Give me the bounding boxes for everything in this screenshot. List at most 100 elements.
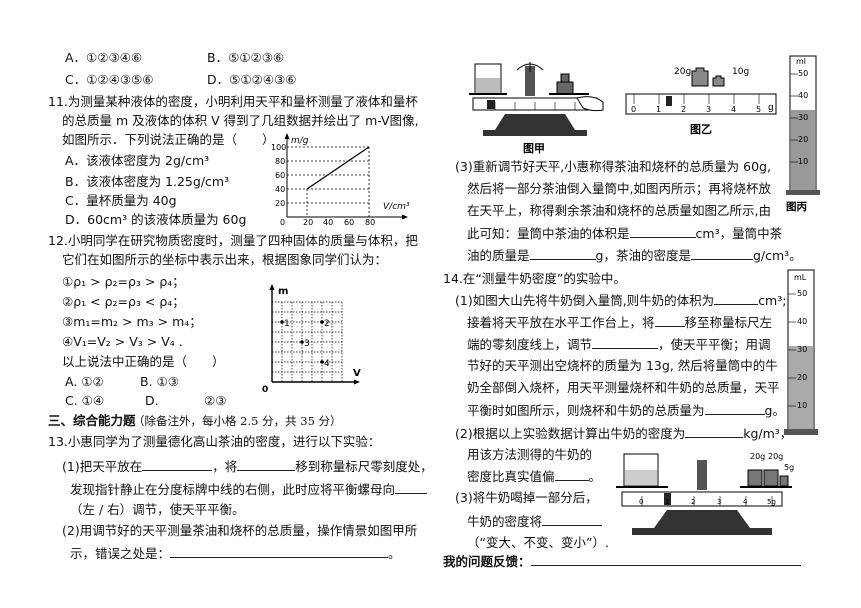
feedback-blank[interactable] bbox=[530, 553, 801, 566]
q14-blank-density[interactable] bbox=[685, 425, 744, 438]
fig-yi-label: 图乙 bbox=[690, 123, 712, 136]
fig-yi-scale-tick: 0 bbox=[631, 105, 636, 114]
q13-p1-line2: 发现指针静止在分度标牌中线的右侧，此时应将平衡螺母向 bbox=[70, 481, 428, 498]
q12-ask: 以上说法中正确的是（ ） bbox=[62, 354, 225, 369]
fig-yi-unit: g bbox=[768, 103, 774, 113]
q14-p1b: cm³; bbox=[758, 293, 787, 308]
figure-jia-balance: 图甲 bbox=[469, 62, 604, 155]
q12-point-4 bbox=[320, 360, 324, 364]
q13-3-d1: 此可知：量筒中茶油的体积是 bbox=[467, 226, 630, 241]
q11-line3: 如图所示．下列说法正确的是（ ） bbox=[62, 132, 275, 147]
q12-option-c: C. ①④ bbox=[65, 393, 105, 408]
q13-p1a: (1)把天平放在 bbox=[62, 459, 143, 474]
q13-3-e2: g，茶油的密度是 bbox=[595, 248, 691, 263]
q14-p1-line1: (1)如图大山先将牛奶倒入量筒,则牛奶的体积为 cm³; bbox=[455, 292, 786, 309]
q13-3-blank-volume[interactable] bbox=[629, 225, 696, 238]
q10-option-b: B．⑤①②③⑥ bbox=[207, 50, 285, 65]
q10-option-d: D．⑤①②④③⑥ bbox=[207, 72, 297, 87]
q11-xtick-80: 80 bbox=[365, 218, 375, 227]
q11-option-c: C．量杯质量为 40g bbox=[65, 193, 177, 208]
q11-origin: 0 bbox=[280, 218, 285, 227]
q12-origin: 0 bbox=[262, 385, 268, 395]
q14-weight-label-3: 5g bbox=[784, 463, 794, 472]
q13-3-blank-mass[interactable] bbox=[529, 247, 596, 260]
q11-ytick-20: 20 bbox=[275, 199, 285, 208]
cyl1-t50: 50 bbox=[798, 69, 808, 78]
q14-title: 14.在“测量牛奶密度”的实验中。 bbox=[443, 271, 626, 286]
q14-p2d: 密度比真实值偏 bbox=[467, 469, 555, 484]
cyl1-t30: 30 bbox=[798, 113, 808, 122]
cyl2-unit: mL bbox=[794, 273, 807, 282]
q13-line1: 13.小惠同学为了测量德化高山茶油的密度，进行以下实验： bbox=[48, 434, 381, 449]
q14-blank-nut[interactable] bbox=[592, 336, 659, 349]
q12-statement-2: ②ρ₁ < ρ₂=ρ₃ < ρ₄； bbox=[62, 294, 185, 309]
q14-p1-line3: 端的零刻度线上，调节，使天平平衡；用调 bbox=[467, 336, 771, 353]
fig-jia-label: 图甲 bbox=[523, 142, 545, 155]
q14-blank-bias[interactable] bbox=[554, 468, 589, 481]
fig-yi-scale-tick: 5 bbox=[756, 105, 761, 114]
q14-blank-volume[interactable] bbox=[714, 292, 759, 305]
q11-xlabel: V/cm³ bbox=[383, 202, 410, 212]
cyl2-t20: 20 bbox=[797, 373, 807, 382]
q14-p1e: 端的零刻度线上，调节 bbox=[467, 337, 593, 352]
q14-weight-label-2: 20g bbox=[768, 452, 783, 461]
q11-ytick-60: 60 bbox=[275, 171, 285, 180]
q14-p1d: 移至称量标尺左 bbox=[684, 315, 773, 330]
q14-p3a: (3)将牛奶喝掉一部分后， bbox=[455, 490, 598, 505]
q13-blank-1[interactable] bbox=[142, 458, 213, 471]
q14-p2b: kg/m³， bbox=[743, 426, 793, 441]
q13-3-blank-density[interactable] bbox=[690, 247, 753, 260]
fig-yi-scale-tick: 4 bbox=[731, 105, 736, 114]
q13-3-line-b: 然后将一部分茶油倒入量筒中,如图丙所示；再将烧杯放 bbox=[467, 181, 771, 196]
q14-p3-line2: 牛奶的密度将 bbox=[467, 513, 603, 530]
fig-bing-label: 图丙 bbox=[786, 201, 807, 213]
q12-option-d: D. bbox=[145, 393, 159, 408]
q13-p1b: ，将 bbox=[212, 459, 238, 474]
q13-blank-2[interactable] bbox=[237, 458, 296, 471]
q11-ytick-40: 40 bbox=[275, 185, 285, 194]
q14-p2-line3: 密度比真实值偏。 bbox=[467, 468, 601, 485]
q14-p1i: 平衡时如图所示，则烧杯和牛奶的总质量为 bbox=[467, 403, 705, 418]
q14-balance-tick: 2 bbox=[691, 498, 695, 506]
cyl1-unit: ml bbox=[796, 57, 806, 66]
fig-yi-weight-20g: 20g bbox=[674, 67, 691, 77]
q11-data-line bbox=[306, 146, 370, 190]
q14-p1g: 节好的天平测出空烧杯的质量为 13g, 然后将量筒中的牛 bbox=[467, 358, 778, 373]
q12-axis-m: m bbox=[278, 286, 288, 297]
q12-point-2 bbox=[320, 320, 324, 324]
q14-p1h: 奶全部倒入烧杯，用天平测量烧杯和牛奶的总质量，天平 bbox=[467, 380, 780, 395]
q14-p1a: (1)如图大山先将牛奶倒入量筒,则牛奶的体积为 bbox=[455, 293, 715, 308]
cyl1-t20: 20 bbox=[798, 135, 808, 144]
q14-p1c: 接着将天平放在水平工作台上，将 bbox=[467, 315, 655, 330]
fig-yi-scale-tick: 3 bbox=[706, 105, 711, 114]
fig-yi-scale-tick: 2 bbox=[681, 105, 686, 114]
q14-blank-rider[interactable] bbox=[654, 314, 685, 327]
q13-blank-4[interactable] bbox=[170, 545, 389, 558]
q14-blank-total-mass[interactable] bbox=[704, 402, 765, 415]
q14-p1-line2: 接着将天平放在水平工作台上，将 移至称量标尺左 bbox=[467, 314, 772, 331]
q10-option-c: C．①②④③⑤⑥ bbox=[65, 72, 154, 87]
q11-option-d: D．60cm³ 的该液体质量为 60g bbox=[65, 212, 247, 227]
q14-cylinder: mL 50 40 30 20 10 bbox=[784, 269, 818, 435]
cyl1-t10: 10 bbox=[798, 157, 808, 166]
figure-bing-cylinder: ml 50 40 30 20 10 图丙 bbox=[786, 55, 820, 213]
q11-ytick-100: 100 bbox=[271, 143, 286, 152]
q14-blank-density-change[interactable] bbox=[542, 513, 603, 526]
q13-3-e3: g/cm³。 bbox=[752, 248, 802, 263]
q12-line1: 12.小明同学在研究物质密度时，测量了四种固体的质量与体积，把 bbox=[48, 233, 418, 248]
q13-blank-3[interactable] bbox=[395, 481, 428, 494]
q14-balance-tick: 3 bbox=[717, 498, 721, 506]
cyl2-t30: 30 bbox=[797, 345, 807, 354]
q12-line2: 它们在如图所示的坐标中表示出来，根据图象同学们认为： bbox=[62, 252, 388, 267]
q11-line1: 11.为测量某种液体的密度，小明利用天平和量杯测量了液体和量杯 bbox=[48, 94, 418, 109]
q13-p1c: 移到称量标尺零刻度处， bbox=[295, 459, 433, 474]
q14-balance-tick: 1 bbox=[665, 498, 669, 506]
q11-ylabel: m/g bbox=[291, 136, 309, 146]
q11-xtick-20: 20 bbox=[303, 218, 313, 227]
q12-point-1 bbox=[280, 320, 284, 324]
q13-3-line-a: (3)重新调节好天平,小惠称得茶油和烧杯的总质量为 60g, bbox=[455, 159, 771, 174]
